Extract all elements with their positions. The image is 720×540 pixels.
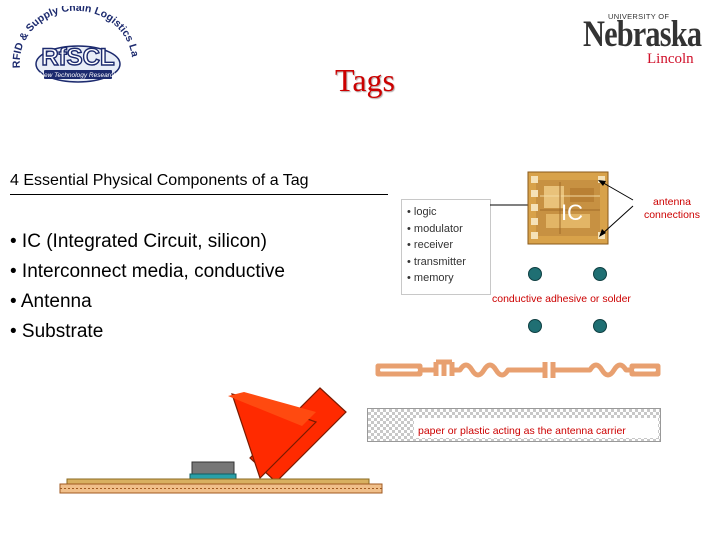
antenna-connections-label: antenna connections — [632, 196, 712, 222]
antenna-label-line1: antenna — [653, 196, 691, 208]
function-transmitter: • transmitter — [407, 255, 466, 268]
ic-function-list: • logic • modulator • receiver • transmi… — [401, 199, 491, 295]
function-receiver: • receiver — [407, 239, 454, 251]
ic-chip-image — [527, 171, 609, 245]
substrate-label-box — [414, 418, 658, 438]
antenna-arrowhead-top — [598, 180, 606, 186]
lab-logo-tagline: New Technology Research — [39, 72, 117, 79]
substrate-label: paper or plastic acting as the antenna c… — [418, 425, 626, 437]
component-bullet-list: • IC (Integrated Circuit, silicon) • Int… — [10, 227, 285, 347]
antenna-trace — [375, 359, 661, 378]
ic-chip-label: IC — [561, 200, 583, 225]
lab-logo-name: RfSCL — [41, 44, 114, 71]
antenna-arrow-top — [599, 180, 634, 201]
antenna-label-line2: connections — [643, 209, 701, 221]
unl-logo-university-of: UNIVERSITY OF — [608, 12, 670, 21]
tag-cross-section — [59, 461, 383, 494]
bullet-ic: • IC (Integrated Circuit, silicon) — [10, 231, 267, 252]
heading-underline — [10, 194, 388, 195]
unl-logo-city: Lincoln — [647, 51, 694, 67]
adhesive-dot — [593, 319, 607, 333]
function-logic: • logic — [407, 206, 437, 218]
adhesive-dot — [528, 319, 542, 333]
adhesive-dot — [593, 267, 607, 281]
bullet-antenna: • Antenna — [10, 291, 92, 312]
function-memory: • memory — [407, 272, 454, 284]
function-modulator: • modulator — [407, 222, 463, 235]
adhesive-dot — [528, 267, 542, 281]
lab-logo-tagline-bar — [44, 70, 112, 79]
antenna-arrowhead-bottom — [599, 229, 606, 237]
unl-logo-name: Nebraska — [583, 14, 702, 55]
bullet-substrate: • Substrate — [10, 321, 104, 342]
bullet-interconnect: • Interconnect media, conductive — [10, 261, 285, 282]
antenna-arrow-bottom — [600, 205, 634, 236]
slide-title: Tags — [335, 62, 395, 98]
rfscl-lab-logo: RFID & Supply Chain Logistics Lab RfSCL … — [8, 6, 138, 83]
section-heading: 4 Essential Physical Components of a Tag — [10, 172, 309, 189]
adhesive-label: conductive adhesive or solder — [492, 293, 631, 305]
red-arrow-icon — [228, 387, 347, 483]
